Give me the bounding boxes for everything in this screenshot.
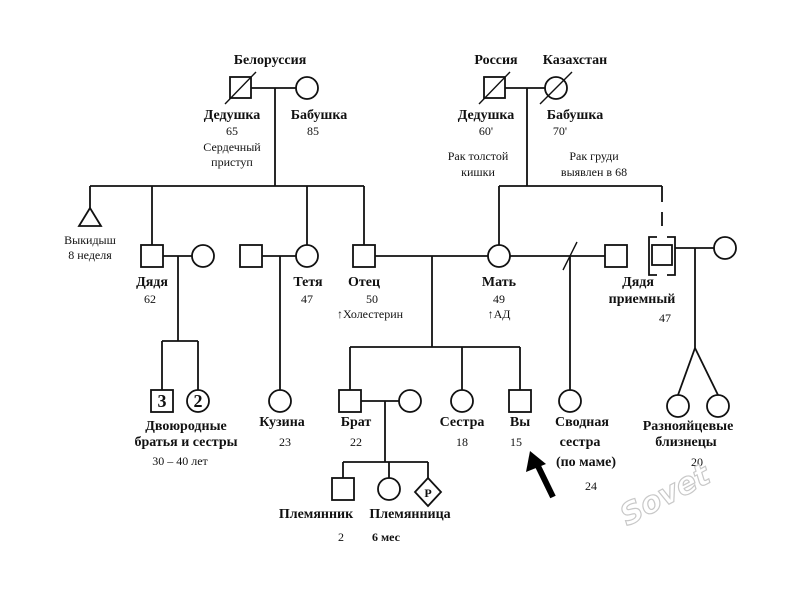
niece-age: 6 мес xyxy=(372,530,401,544)
maternal-sibship xyxy=(498,185,663,245)
paternal-grandfather-age: 65 xyxy=(226,124,238,138)
miscarriage-label: Выкидыш xyxy=(64,233,116,247)
father-label: Отец xyxy=(348,275,380,290)
father-note: ↑Холестерин xyxy=(337,307,404,321)
female-cousins-symbol xyxy=(186,389,210,413)
watermark: Sovet xyxy=(614,457,717,534)
maternal-grandfather-note: Рак толстой xyxy=(448,149,509,163)
paternal-grandfather-label: Дедушка xyxy=(204,108,261,123)
male-cousins-count: 3 xyxy=(158,391,167,411)
uncle-family: Дядя 62 3 2 Двоюродные братья и сестры 3… xyxy=(134,244,238,468)
nephew-symbol xyxy=(331,477,355,501)
adopted-uncle-symbol xyxy=(651,244,673,266)
father-age: 50 xyxy=(366,292,378,306)
half-sister-label: сестра xyxy=(560,435,601,450)
aunt-husband-symbol xyxy=(239,244,263,268)
female-cousin-age: 23 xyxy=(279,435,291,449)
brother-wife-symbol xyxy=(398,389,422,413)
sister-symbol xyxy=(450,389,474,413)
maternal-grandfather-label: Дедушка xyxy=(458,108,515,123)
maternal-grandmother-label: Бабушка xyxy=(547,108,603,123)
niece-label: Племянница xyxy=(369,507,450,522)
adopted-uncle-age: 47 xyxy=(659,311,671,325)
twin-symbol xyxy=(706,394,730,418)
aunt-label: Тетя xyxy=(293,275,323,290)
sister-age: 18 xyxy=(456,435,468,449)
half-sister-symbol xyxy=(558,389,582,413)
pregnancy-symbol xyxy=(413,476,443,508)
uncle-symbol xyxy=(140,244,164,268)
female-cousin-symbol xyxy=(268,389,292,413)
uncle-label: Дядя xyxy=(136,275,168,290)
maternal-grandmother-country: Казахстан xyxy=(543,53,608,68)
proband-arrow xyxy=(526,451,556,499)
aunt-family: Тетя 47 Кузина 23 xyxy=(239,244,323,449)
mother-label: Мать xyxy=(482,275,517,290)
maternal-grandmother-age: 70' xyxy=(553,124,567,138)
nephew-label: Племянник xyxy=(279,507,354,522)
deceased-mark xyxy=(478,71,511,105)
deceased-mark xyxy=(539,71,573,105)
you-age: 15 xyxy=(510,435,522,449)
you-label: Вы xyxy=(510,415,530,430)
aunt-age: 47 xyxy=(301,292,313,306)
brother-children: P Племянник Племянница 2 6 мес xyxy=(279,401,451,544)
miscarriage-symbol xyxy=(77,206,103,227)
parents: Отец 50 ↑Холестерин Мать 49 ↑АД xyxy=(337,241,628,390)
cousins-label: братья и сестры xyxy=(134,435,237,450)
brother-age: 22 xyxy=(350,435,362,449)
maternal-grandparents: Россия Казахстан Дедушка 60' Бабушка 70'… xyxy=(448,53,627,186)
miscarriage-note: 8 неделя xyxy=(68,248,112,262)
paternal-grandfather-note: приступ xyxy=(211,155,253,169)
paternal-sibship xyxy=(89,185,365,245)
maternal-grandmother-note: Рак груди xyxy=(569,149,619,163)
maternal-grandmother-note: выявлен в 68 xyxy=(561,165,627,179)
twins-label: Разнояйцевые xyxy=(643,419,734,434)
mother-age: 49 xyxy=(493,292,505,306)
niece-symbol xyxy=(377,477,401,501)
children-sibship: Брат 22 Сестра 18 Вы 15 Сводная сестра (… xyxy=(338,346,616,493)
male-cousins-symbol xyxy=(150,389,174,413)
maternal-grandfather-age: 60' xyxy=(479,124,493,138)
mother-symbol xyxy=(487,244,511,268)
miscarriage: Выкидыш 8 неделя xyxy=(64,206,117,262)
aunt-symbol xyxy=(295,244,319,268)
paternal-grandparents: Белоруссия Дедушка 65 Сердечный приступ … xyxy=(203,53,347,186)
you-symbol xyxy=(508,389,532,413)
paternal-grandmother-age: 85 xyxy=(307,124,319,138)
adopted-uncle-family: Дядя приемный 47 Разнояйцевые близнецы 2… xyxy=(609,236,737,469)
half-sister-label: (по маме) xyxy=(556,455,616,470)
sister-label: Сестра xyxy=(440,415,485,430)
maternal-grandfather-country: Россия xyxy=(474,53,518,68)
cousins-label: Двоюродные xyxy=(145,419,226,434)
mother-note: ↑АД xyxy=(488,307,511,321)
maternal-grandfather-note: кишки xyxy=(461,165,495,179)
half-sister-label: Сводная xyxy=(555,415,609,430)
twins-label: близнецы xyxy=(655,435,717,450)
paternal-grandfather-note: Сердечный xyxy=(203,140,261,154)
adopted-uncle-wife-symbol xyxy=(713,236,737,260)
mother-ex-husband-symbol xyxy=(604,244,628,268)
female-cousins-count: 2 xyxy=(194,391,203,411)
father-symbol xyxy=(352,244,376,268)
adopted-uncle-label: приемный xyxy=(609,292,676,307)
paternal-grandmother-symbol xyxy=(295,76,319,100)
deceased-mark xyxy=(224,71,257,105)
uncle-age: 62 xyxy=(144,292,156,306)
pregnancy-marker: P xyxy=(424,486,431,500)
brother-symbol xyxy=(338,389,362,413)
twins-age: 20 xyxy=(691,455,703,469)
cousins-ages: 30 – 40 лет xyxy=(152,454,208,468)
uncle-wife-symbol xyxy=(191,244,215,268)
twin-symbol xyxy=(666,394,690,418)
brother-label: Брат xyxy=(341,415,372,430)
adopted-uncle-label: Дядя xyxy=(622,275,654,290)
paternal-grandmother-label: Бабушка xyxy=(291,108,347,123)
nephew-age: 2 xyxy=(338,530,344,544)
half-sister-age: 24 xyxy=(585,479,597,493)
paternal-country: Белоруссия xyxy=(234,53,307,68)
female-cousin-label: Кузина xyxy=(259,415,305,430)
